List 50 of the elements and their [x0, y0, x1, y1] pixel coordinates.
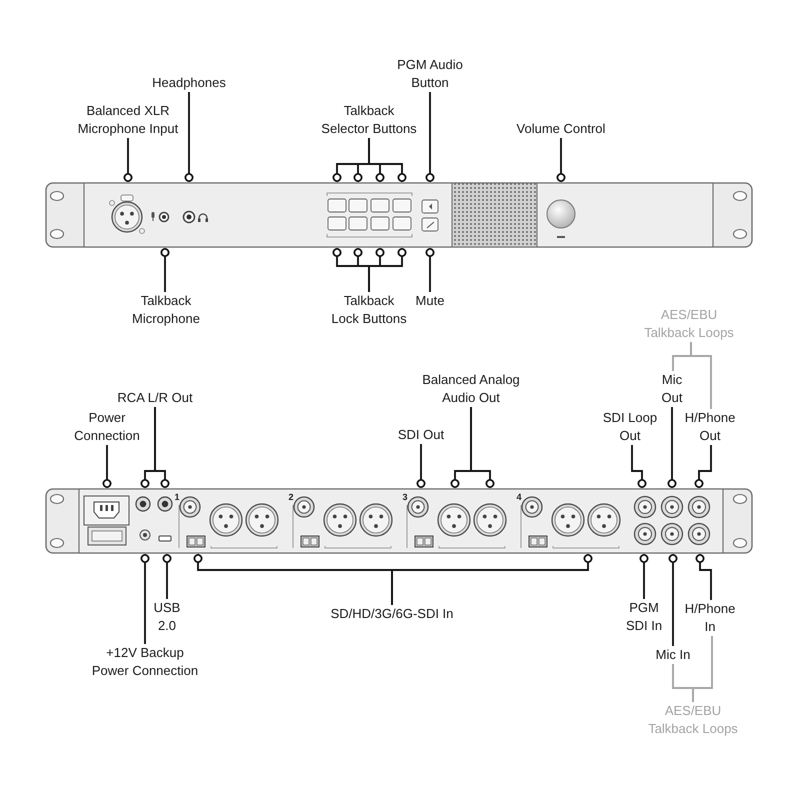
callout-label: Balanced XLR Microphone Input [77, 102, 179, 138]
callout-label: Mic Out [661, 371, 683, 407]
leader-line [668, 407, 676, 488]
callout-label: Mic In [655, 646, 691, 664]
callout-label: Talkback Microphone [132, 292, 200, 328]
callout-label: USB 2.0 [153, 599, 181, 635]
leader-line [416, 444, 426, 488]
leader-line [140, 554, 150, 644]
bracket-line [690, 342, 712, 409]
leader-line [154, 407, 170, 488]
callout-label: SDI Loop Out [602, 409, 658, 445]
section-number: 4 [516, 492, 522, 502]
leader-line [426, 248, 434, 292]
callout-label: SD/HD/3G/6G-SDI In [330, 605, 454, 623]
section-number: 3 [402, 492, 408, 502]
callout-label: Talkback Lock Buttons [330, 292, 408, 328]
callout-label: SDI Out [397, 426, 445, 444]
leader-line [184, 92, 194, 182]
callout-label: Volume Control [516, 120, 606, 138]
section-number: 1 [174, 492, 180, 502]
leader-line [694, 445, 712, 488]
rear-panel-illustration [45, 488, 753, 554]
callout-label: RCA L/R Out [116, 389, 194, 407]
callout-label: PGM SDI In [625, 599, 663, 635]
callout-label: H/Phone Out [684, 409, 736, 445]
leader-line [160, 248, 170, 292]
callout-label: Mute [415, 292, 445, 310]
callout-label: Power Connection [74, 409, 140, 445]
bracket-line [692, 636, 713, 702]
callout-label: Headphones [152, 74, 226, 92]
callout-label: PGM Audio Button [396, 56, 464, 92]
callout-label: Balanced Analog Audio Out [422, 371, 520, 407]
leader-line [470, 407, 494, 488]
leader-line [124, 138, 132, 182]
leader-line [426, 92, 434, 182]
callout-label: Talkback Selector Buttons [320, 102, 418, 138]
leader-line [696, 554, 712, 600]
callout-label: +12V Backup Power Connection [91, 644, 199, 680]
leader-line [556, 138, 566, 182]
front-panel-illustration [45, 182, 753, 248]
leader-line [631, 445, 646, 488]
leader-line [668, 554, 678, 646]
callout-label: AES/EBU Talkback Loops [644, 306, 734, 342]
callout-label: H/Phone In [684, 600, 736, 636]
callout-label: AES/EBU Talkback Loops [648, 702, 738, 738]
leader-line [391, 554, 592, 605]
leader-line [102, 445, 112, 488]
leader-line [162, 554, 172, 599]
leader-line [640, 554, 648, 599]
section-number: 2 [288, 492, 294, 502]
